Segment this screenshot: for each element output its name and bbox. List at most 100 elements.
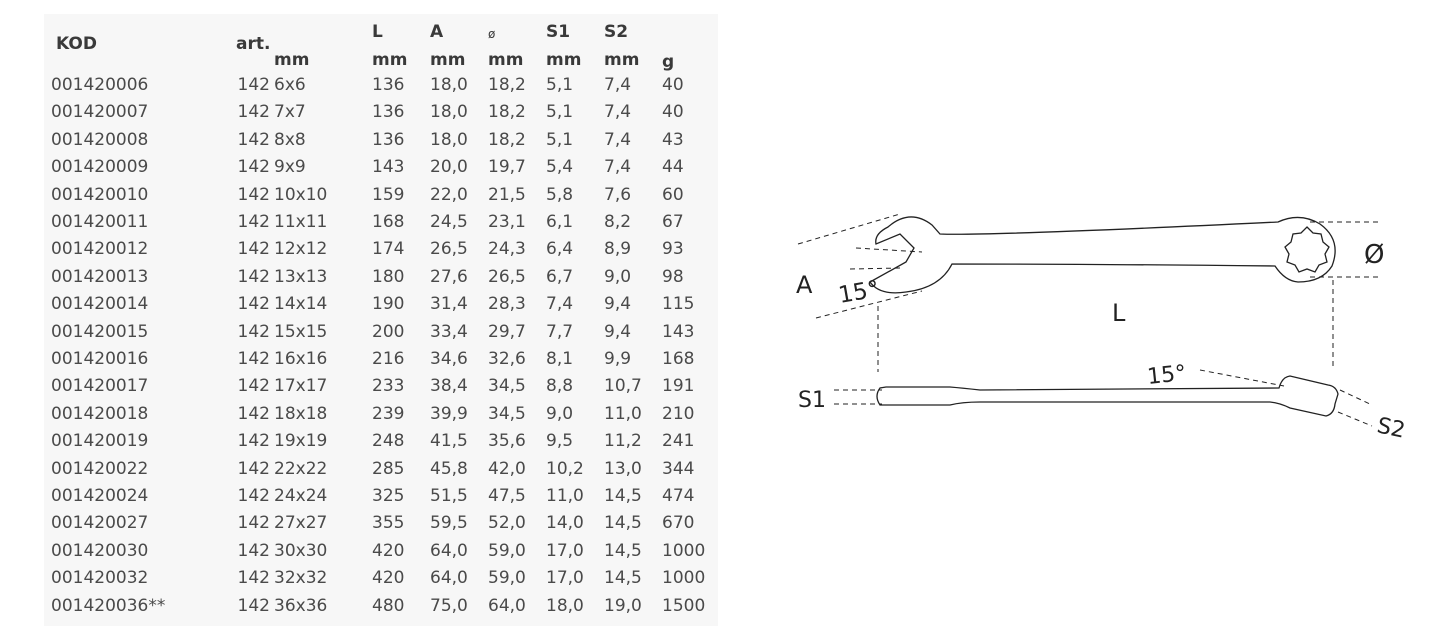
cell-weight: 40 — [662, 75, 684, 95]
cell-a: 26,5 — [430, 239, 468, 260]
cell-a: 24,5 — [430, 212, 468, 232]
cell-weight: 115 — [662, 294, 695, 315]
cell-length: 420 — [372, 568, 405, 589]
cell-kod: 001420024 — [51, 486, 149, 506]
cell-a: 41,5 — [430, 431, 468, 452]
cell-s2: 14,5 — [604, 486, 642, 506]
cell-weight: 241 — [662, 431, 695, 452]
cell-length: 355 — [372, 513, 405, 534]
cell-kod: 001420011 — [51, 212, 149, 232]
cell-kod: 001420022 — [51, 458, 149, 479]
label-L: L — [1112, 299, 1126, 327]
label-A: A — [796, 271, 813, 299]
cell-size: 11x11 — [274, 212, 328, 232]
cell-a: 64,0 — [430, 540, 468, 561]
cell-a: 20,0 — [430, 157, 468, 178]
cell-length: 168 — [372, 212, 405, 232]
cell-length: 285 — [372, 458, 405, 479]
wrench-drawing: A 15° L Ø S1 15° S2 — [796, 213, 1408, 444]
cell-kod: 001420009 — [51, 157, 149, 178]
wrench-side-view — [876, 375, 1339, 417]
cell-art: 142 — [237, 349, 270, 369]
cell-art: 142 — [237, 540, 270, 561]
cell-length: 248 — [372, 431, 405, 452]
cell-art: 142 — [237, 157, 270, 178]
cell-art: 142 — [237, 321, 270, 342]
cell-size: 32x32 — [274, 568, 328, 589]
cell-kod: 001420036** — [51, 595, 166, 616]
cell-diameter: 34,5 — [488, 376, 526, 397]
label-S1: S1 — [798, 388, 826, 413]
cell-s1: 18,0 — [546, 595, 584, 616]
cell-s2: 7,4 — [604, 75, 632, 95]
cell-art: 142 — [237, 239, 270, 260]
cell-s2: 14,5 — [604, 513, 642, 534]
cell-a: 38,4 — [430, 376, 468, 397]
cell-weight: 93 — [662, 239, 684, 260]
cell-diameter: 19,7 — [488, 157, 526, 178]
cell-s1: 9,0 — [546, 403, 574, 424]
cell-weight: 1000 — [662, 568, 706, 589]
cell-s2: 11,0 — [604, 403, 642, 424]
cell-diameter: 23,1 — [488, 212, 526, 232]
cell-a: 27,6 — [430, 266, 468, 287]
cell-kod: 001420030 — [51, 540, 149, 561]
cell-size: 13x13 — [274, 266, 328, 287]
header-diameter-unit: mm — [488, 50, 524, 70]
cell-size: 24x24 — [274, 486, 328, 506]
cell-a: 22,0 — [430, 184, 468, 205]
cell-diameter: 47,5 — [488, 486, 526, 506]
cell-length: 325 — [372, 486, 405, 506]
cell-weight: 44 — [662, 157, 684, 178]
cell-weight: 670 — [662, 513, 695, 534]
cell-size: 16x16 — [274, 349, 328, 369]
cell-s1: 6,4 — [546, 239, 574, 260]
cell-length: 239 — [372, 403, 405, 424]
cell-a: 59,5 — [430, 513, 468, 534]
cell-a: 18,0 — [430, 129, 468, 150]
cell-diameter: 34,5 — [488, 403, 526, 424]
cell-art: 142 — [237, 568, 270, 589]
spec-table: KOD art. mm L mm A mm ø mm S1 mm S2 mm g… — [44, 14, 718, 626]
cell-s2: 11,2 — [604, 431, 642, 452]
cell-art: 142 — [237, 513, 270, 534]
cell-a: 18,0 — [430, 75, 468, 95]
cell-size: 6x6 — [274, 75, 306, 95]
cell-kod: 001420006 — [51, 75, 149, 95]
cell-art: 142 — [237, 129, 270, 150]
cell-s2: 8,2 — [604, 212, 632, 232]
cell-kod: 001420016 — [51, 349, 149, 369]
cell-s1: 6,1 — [546, 212, 574, 232]
header-A-unit: mm — [430, 50, 466, 70]
cell-length: 136 — [372, 75, 405, 95]
cell-a: 45,8 — [430, 458, 468, 479]
cell-diameter: 18,2 — [488, 129, 526, 150]
cell-s1: 9,5 — [546, 431, 574, 452]
cell-s2: 19,0 — [604, 595, 642, 616]
cell-s1: 7,4 — [546, 294, 574, 315]
cell-weight: 191 — [662, 376, 695, 397]
cell-a: 31,4 — [430, 294, 468, 315]
cell-diameter: 21,5 — [488, 184, 526, 205]
cell-s1: 6,7 — [546, 266, 574, 287]
label-S2: S2 — [1375, 413, 1408, 443]
cell-s1: 5,1 — [546, 75, 574, 95]
cell-length: 180 — [372, 266, 405, 287]
cell-a: 33,4 — [430, 321, 468, 342]
cell-diameter: 59,0 — [488, 540, 526, 561]
label-angle-top: 15° — [837, 276, 882, 309]
cell-length: 136 — [372, 102, 405, 123]
cell-kod: 001420008 — [51, 129, 149, 150]
cell-s2: 9,0 — [604, 266, 632, 287]
